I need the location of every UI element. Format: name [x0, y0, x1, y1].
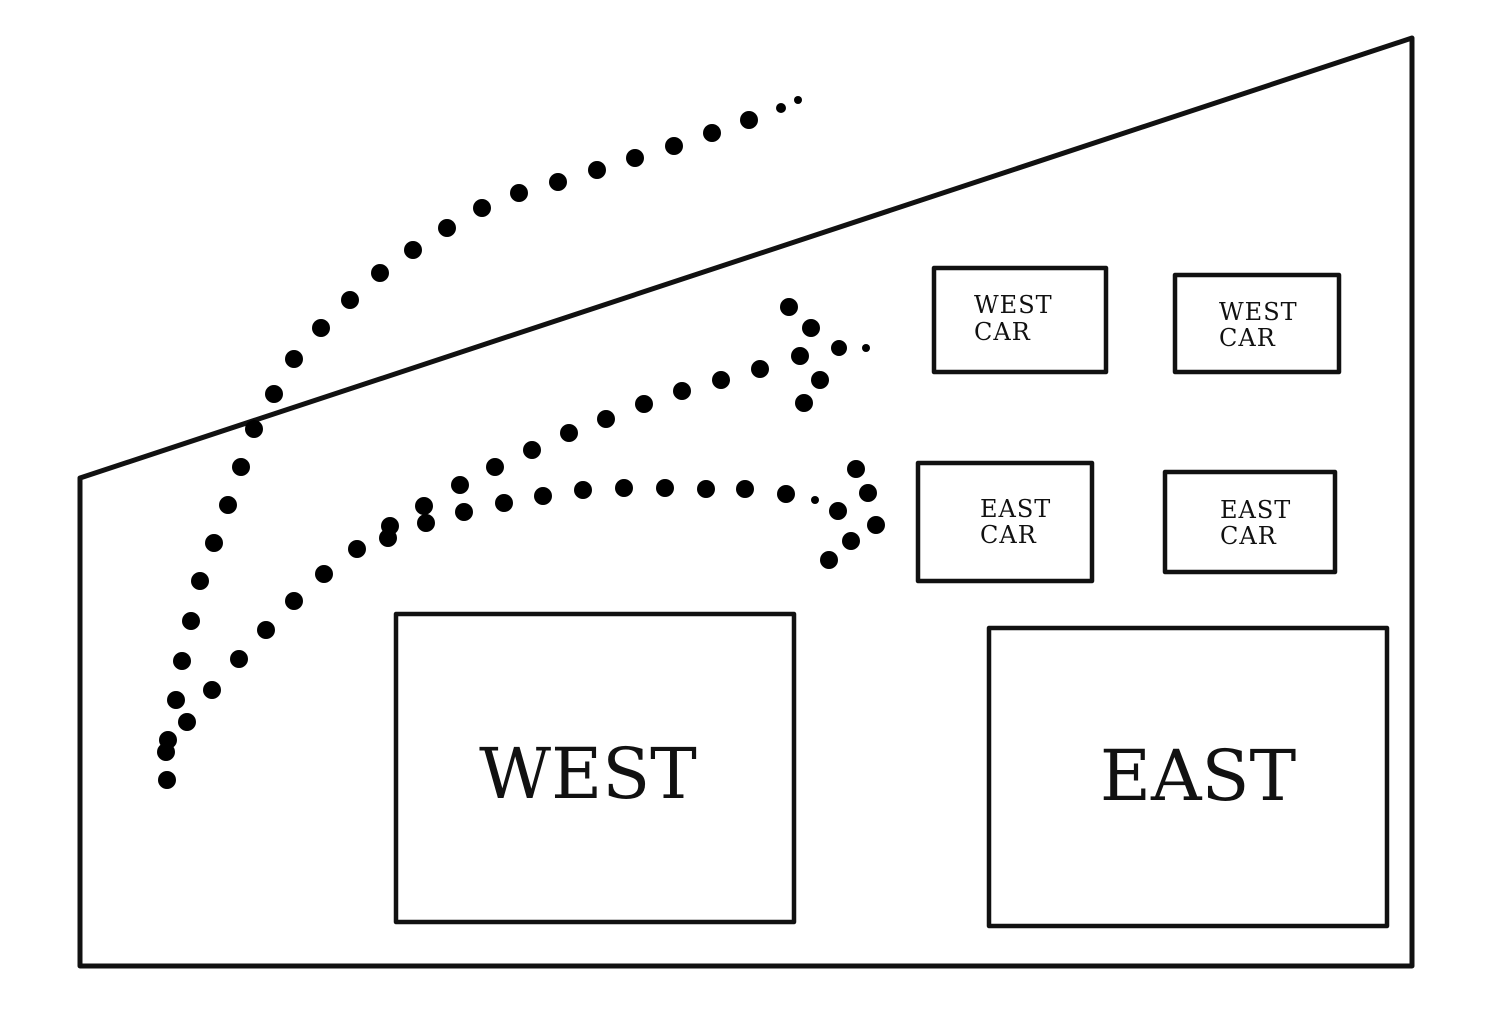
path-over-roof-dot: [794, 96, 802, 104]
west-room-label: WEST: [479, 733, 697, 815]
path-to-west-cars: [178, 298, 870, 731]
path-to-east-cars-dot: [455, 503, 473, 521]
west-car-box-1: [931, 265, 1109, 375]
path-to-east-cars-dot: [867, 516, 885, 534]
path-to-west-cars-dot: [178, 713, 196, 731]
path-to-east-cars-dot: [829, 502, 847, 520]
path-over-roof-dot: [158, 771, 176, 789]
path-over-roof-dot: [703, 124, 721, 142]
path-to-east-cars-dot: [534, 487, 552, 505]
path-to-west-cars-dot: [751, 360, 769, 378]
path-to-east-cars-dot: [811, 496, 819, 504]
path-to-east-cars-dot: [859, 484, 877, 502]
path-to-east-cars: [379, 460, 885, 569]
path-to-east-cars-dot: [697, 480, 715, 498]
path-over-roof-dot: [232, 458, 250, 476]
path-to-west-cars-dot: [791, 347, 809, 365]
path-over-roof-dot: [341, 291, 359, 309]
path-to-west-cars-dot: [811, 371, 829, 389]
path-to-west-cars-dot: [486, 458, 504, 476]
path-to-east-cars-dot: [495, 494, 513, 512]
path-over-roof-dot: [167, 691, 185, 709]
path-to-west-cars-dot: [451, 476, 469, 494]
west-car-1-line2: CAR: [974, 318, 1031, 346]
path-over-roof-dot: [173, 652, 191, 670]
west-car-2-line1: WEST: [1219, 298, 1298, 326]
path-to-west-cars-dot: [831, 340, 847, 356]
path-to-west-cars-dot: [203, 681, 221, 699]
path-to-west-cars-dot: [415, 497, 433, 515]
path-to-west-cars-dot: [257, 621, 275, 639]
path-to-west-cars-dot: [673, 382, 691, 400]
path-to-west-cars-dot: [597, 410, 615, 428]
path-over-roof-dot: [219, 496, 237, 514]
path-to-east-cars-dot: [656, 479, 674, 497]
path-to-east-cars-dot: [379, 529, 397, 547]
building-outline: [77, 35, 1415, 969]
path-to-west-cars-dot: [285, 592, 303, 610]
path-to-west-cars-dot: [635, 395, 653, 413]
east-car-2-line1: EAST: [1220, 496, 1291, 524]
path-to-west-cars-dot: [712, 371, 730, 389]
path-over-roof-dot: [549, 173, 567, 191]
path-over-roof: [157, 96, 802, 789]
path-over-roof-dot: [626, 149, 644, 167]
path-to-west-cars-dot: [230, 650, 248, 668]
path-over-roof-dot: [191, 572, 209, 590]
east-car-2-line2: CAR: [1220, 522, 1277, 550]
west-car-2-line2: CAR: [1219, 324, 1276, 352]
path-over-roof-dot: [473, 199, 491, 217]
path-over-roof-dot: [371, 264, 389, 282]
path-to-east-cars-dot: [736, 480, 754, 498]
path-over-roof-dot: [265, 385, 283, 403]
path-over-roof-dot: [159, 731, 177, 749]
path-over-roof-dot: [438, 219, 456, 237]
east-room-label: EAST: [1100, 735, 1296, 817]
path-to-east-cars-dot: [777, 485, 795, 503]
west-car-box-2: [1172, 272, 1342, 375]
path-over-roof-dot: [588, 161, 606, 179]
path-over-roof-dot: [205, 534, 223, 552]
path-to-west-cars-dot: [802, 319, 820, 337]
east-car-1-line2: CAR: [980, 521, 1037, 549]
path-to-east-cars-dot: [820, 551, 838, 569]
path-over-roof-dot: [312, 319, 330, 337]
path-over-roof-dot: [285, 350, 303, 368]
path-to-west-cars-dot: [348, 540, 366, 558]
path-to-east-cars-dot: [417, 514, 435, 532]
path-to-west-cars-dot: [315, 565, 333, 583]
path-over-roof-dot: [510, 184, 528, 202]
path-to-west-cars-dot: [560, 424, 578, 442]
path-to-west-cars-dot: [780, 298, 798, 316]
path-to-west-cars-dot: [862, 344, 870, 352]
path-to-west-cars-dot: [795, 394, 813, 412]
path-to-east-cars-dot: [615, 479, 633, 497]
path-over-roof-dot: [404, 241, 422, 259]
east-car-box-1: [915, 460, 1095, 584]
path-to-east-cars-dot: [842, 532, 860, 550]
west-car-1-line1: WEST: [974, 291, 1053, 319]
path-to-east-cars-dot: [847, 460, 865, 478]
path-to-west-cars-dot: [523, 441, 541, 459]
path-over-roof-dot: [776, 103, 786, 113]
path-to-east-cars-dot: [574, 481, 592, 499]
path-over-roof-dot: [182, 612, 200, 630]
east-car-box-2: [1162, 469, 1338, 575]
west-room: [393, 611, 797, 925]
path-over-roof-dot: [665, 137, 683, 155]
path-over-roof-dot: [740, 111, 758, 129]
east-car-1-line1: EAST: [980, 495, 1051, 523]
east-room: [986, 625, 1390, 929]
path-over-roof-dot: [245, 420, 263, 438]
